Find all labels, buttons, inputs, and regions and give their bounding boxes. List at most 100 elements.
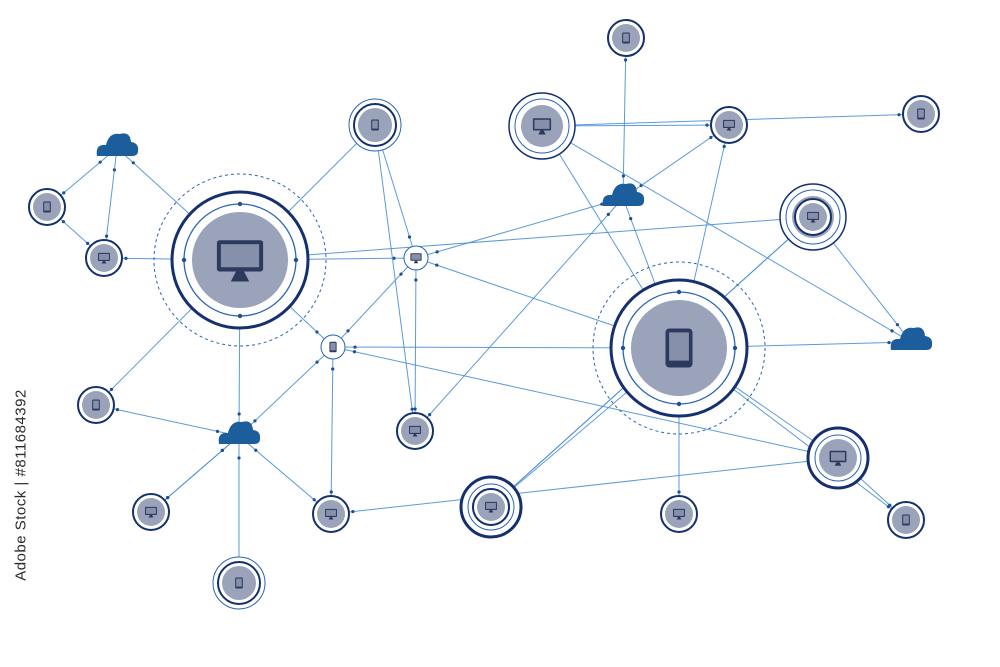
inner-ring xyxy=(785,189,841,245)
device-nodes xyxy=(28,19,940,610)
connection-line xyxy=(95,404,240,437)
connector-dot xyxy=(62,191,66,195)
inner-ring xyxy=(467,483,515,531)
connector-dot xyxy=(392,256,396,260)
connector-dot xyxy=(329,490,333,494)
monitor-display xyxy=(326,509,336,516)
connection-line xyxy=(622,124,730,199)
connector-dot xyxy=(705,123,709,127)
tablet-screen xyxy=(330,342,336,351)
monitor-stand xyxy=(834,462,842,466)
ring-dot xyxy=(676,289,682,295)
cloud-1-cloud xyxy=(96,133,139,156)
tablet-screen xyxy=(44,202,50,211)
connector-dot xyxy=(623,58,628,62)
dashed-ring xyxy=(592,261,766,435)
monitor-stand xyxy=(726,127,732,131)
connector-dot xyxy=(237,412,241,416)
node-tablet-1-node xyxy=(28,188,66,226)
connection-line xyxy=(150,435,240,513)
connection-line xyxy=(239,216,814,261)
connector-dot xyxy=(413,407,417,411)
ring-dot xyxy=(732,345,738,351)
node-tablet-2-node xyxy=(348,98,402,152)
cloud-icon xyxy=(96,133,139,156)
hub-tablet-node xyxy=(592,261,766,435)
connector-dot xyxy=(220,448,224,452)
monitor-stand xyxy=(230,271,250,282)
connector-dot xyxy=(435,263,439,267)
monitor-stand xyxy=(101,260,107,264)
cloud-icon xyxy=(602,183,645,206)
connection-line xyxy=(415,197,624,259)
connector-dot xyxy=(887,340,891,345)
tablet-screen xyxy=(236,578,242,587)
connector-dot xyxy=(351,509,355,514)
connector-dot xyxy=(890,329,894,333)
tablet-screen xyxy=(93,400,99,409)
monitor-stand xyxy=(538,130,546,135)
node-tablet-5-node xyxy=(902,95,940,133)
monitor-display xyxy=(724,120,734,127)
cloud-2-cloud xyxy=(218,421,261,444)
node-monitor-7-node xyxy=(312,495,350,533)
monitor-display xyxy=(146,507,156,514)
node-monitor-2-node xyxy=(85,239,123,277)
cloud-3-cloud xyxy=(602,183,645,206)
node-tablet-3-node xyxy=(77,386,115,424)
connector-dot xyxy=(331,367,335,371)
connector-dot xyxy=(131,161,135,165)
connector-dot xyxy=(677,490,681,494)
tablet-screen xyxy=(669,332,689,361)
monitor-display xyxy=(99,253,109,260)
monitor-stand xyxy=(148,514,154,518)
connector-dot xyxy=(109,387,114,391)
stock-id-text: Adobe Stock | #811684392 xyxy=(12,389,30,581)
tablet-screen xyxy=(372,120,378,129)
monitor-stand xyxy=(328,516,334,520)
tablet-screen xyxy=(918,109,924,118)
connector-dot xyxy=(215,429,220,433)
node-monitor-4-node xyxy=(806,426,870,490)
ring-dot xyxy=(620,345,626,351)
connector-dot xyxy=(346,329,350,333)
inner-ring xyxy=(814,434,862,482)
tablet-screen xyxy=(623,33,629,42)
connector-dot xyxy=(897,113,901,117)
connector-dot xyxy=(352,350,357,354)
connection-line xyxy=(238,346,334,437)
connector-dot xyxy=(237,456,241,460)
node-monitor-6-node xyxy=(132,493,170,531)
connector-dot xyxy=(315,330,319,334)
ring-dot xyxy=(676,401,682,407)
monitor-display xyxy=(486,502,496,509)
node-monitor-3-node xyxy=(396,412,434,450)
node-monitor-1-node xyxy=(710,106,748,144)
connector-dot xyxy=(61,220,65,224)
node-tablet-7-node xyxy=(887,501,925,539)
dashed-ring xyxy=(153,173,327,347)
connector-dot xyxy=(315,360,319,364)
cloud-icon xyxy=(218,421,261,444)
connection-line xyxy=(622,37,627,199)
connection-line xyxy=(330,346,334,515)
connector-dot xyxy=(410,407,414,411)
node-tablet-4-node xyxy=(607,19,645,57)
ring-dot xyxy=(293,257,299,263)
connector-dot xyxy=(98,160,102,164)
cloud-icon xyxy=(890,327,933,350)
monitor-display xyxy=(410,426,420,433)
monitor-display xyxy=(674,509,684,516)
connector-dot xyxy=(104,234,109,238)
connector-dot xyxy=(629,217,633,221)
monitor-stand xyxy=(676,516,682,520)
junction-monitor-node xyxy=(403,245,429,271)
connector-dot xyxy=(606,212,610,217)
connection-line xyxy=(330,457,839,515)
inner-ring xyxy=(514,98,570,154)
connector-dot xyxy=(888,503,892,507)
connector-dot xyxy=(312,498,316,502)
ring-dot xyxy=(181,257,187,263)
monitor-display xyxy=(808,212,818,219)
monitor-stand xyxy=(810,219,816,223)
